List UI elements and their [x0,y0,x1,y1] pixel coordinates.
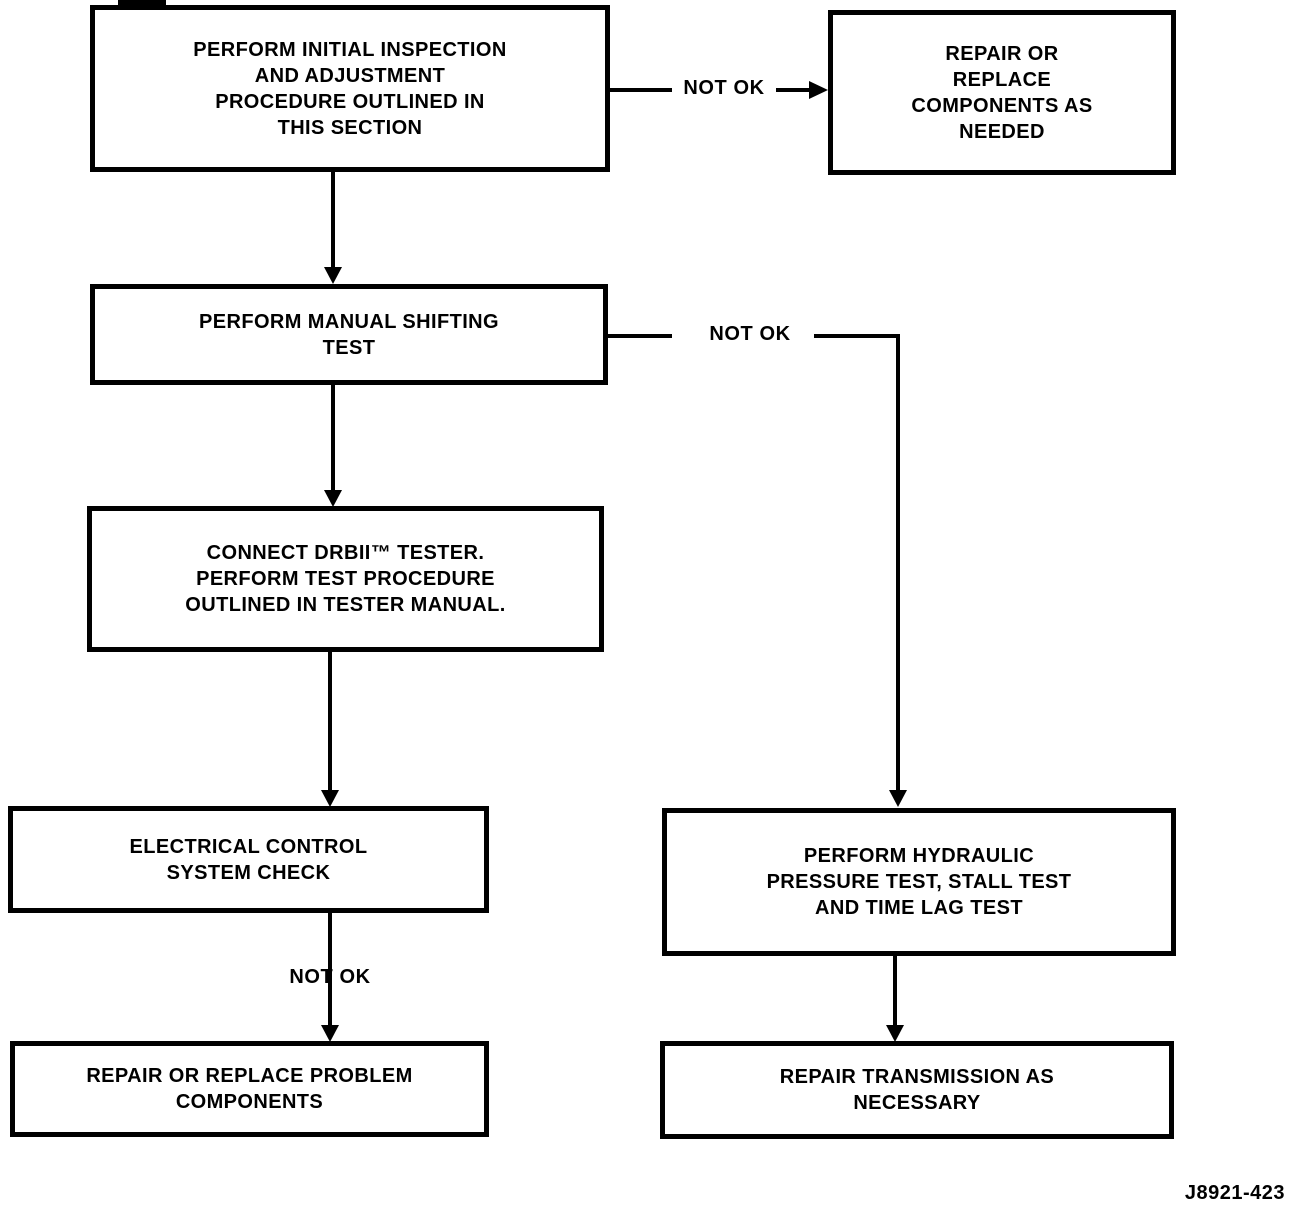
arrowhead-into-hydraulic-tests [889,790,907,807]
arrowhead-into-repair-transmission [886,1025,904,1042]
connector-shifting-to-hydraulic-vertical [896,334,900,790]
flow-box-repair-problem-components: REPAIR OR REPLACE PROBLEM COMPONENTS [10,1041,489,1137]
flow-box-initial-inspection-label: PERFORM INITIAL INSPECTION AND ADJUSTMEN… [193,38,507,139]
scan-artifact [118,0,166,6]
arrowhead-into-electrical-check [321,790,339,807]
connector-shifting-notok-segment-2 [814,334,900,338]
flow-box-hydraulic-tests: PERFORM HYDRAULIC PRESSURE TEST, STALL T… [662,808,1176,956]
flow-box-connect-drbii-tester-label: CONNECT DRBII™ TESTER. PERFORM TEST PROC… [185,542,506,616]
flow-box-manual-shifting-test-label: PERFORM MANUAL SHIFTING TEST [199,310,499,359]
arrowhead-into-repair-replace [809,81,828,99]
arrowhead-into-drbii-tester [324,490,342,507]
flow-box-repair-problem-components-label: REPAIR OR REPLACE PROBLEM COMPONENTS [86,1065,413,1113]
flow-box-electrical-control-check-label: ELECTRICAL CONTROL SYSTEM CHECK [129,835,368,884]
connector-initial-to-repair-segment-1 [608,88,672,92]
flow-box-repair-replace-components-label: REPAIR OR REPLACE COMPONENTS AS NEEDED [911,42,1093,143]
flow-box-initial-inspection: PERFORM INITIAL INSPECTION AND ADJUSTMEN… [90,5,610,172]
edge-label-not-ok-bottom: NOT OK [289,966,371,988]
connector-hydraulic-to-transmission [893,956,897,1025]
connector-initial-to-repair-segment-2 [776,88,812,92]
connector-electrical-to-repair-vertical [328,913,332,1025]
flow-box-manual-shifting-test: PERFORM MANUAL SHIFTING TEST [90,284,608,385]
edge-label-not-ok-top: NOT OK [683,77,765,99]
arrowhead-into-repair-problem-components [321,1025,339,1042]
flow-box-repair-replace-components: REPAIR OR REPLACE COMPONENTS AS NEEDED [828,10,1176,175]
connector-drbii-to-electrical [328,652,332,790]
flow-box-hydraulic-tests-label: PERFORM HYDRAULIC PRESSURE TEST, STALL T… [766,845,1072,919]
flow-box-repair-transmission: REPAIR TRANSMISSION AS NECESSARY [660,1041,1174,1139]
figure-code-label: J8921-423 [1184,1182,1285,1204]
flow-box-connect-drbii-tester: CONNECT DRBII™ TESTER. PERFORM TEST PROC… [87,506,604,652]
edge-label-not-ok-mid: NOT OK [709,323,791,345]
connector-shifting-notok-segment-1 [606,334,672,338]
flow-box-electrical-control-check: ELECTRICAL CONTROL SYSTEM CHECK [8,806,489,913]
arrowhead-into-shifting-test [324,267,342,284]
flow-box-repair-transmission-label: REPAIR TRANSMISSION AS NECESSARY [779,1066,1055,1114]
connector-initial-to-shifting [331,172,335,267]
connector-shifting-to-drbii [331,385,335,490]
